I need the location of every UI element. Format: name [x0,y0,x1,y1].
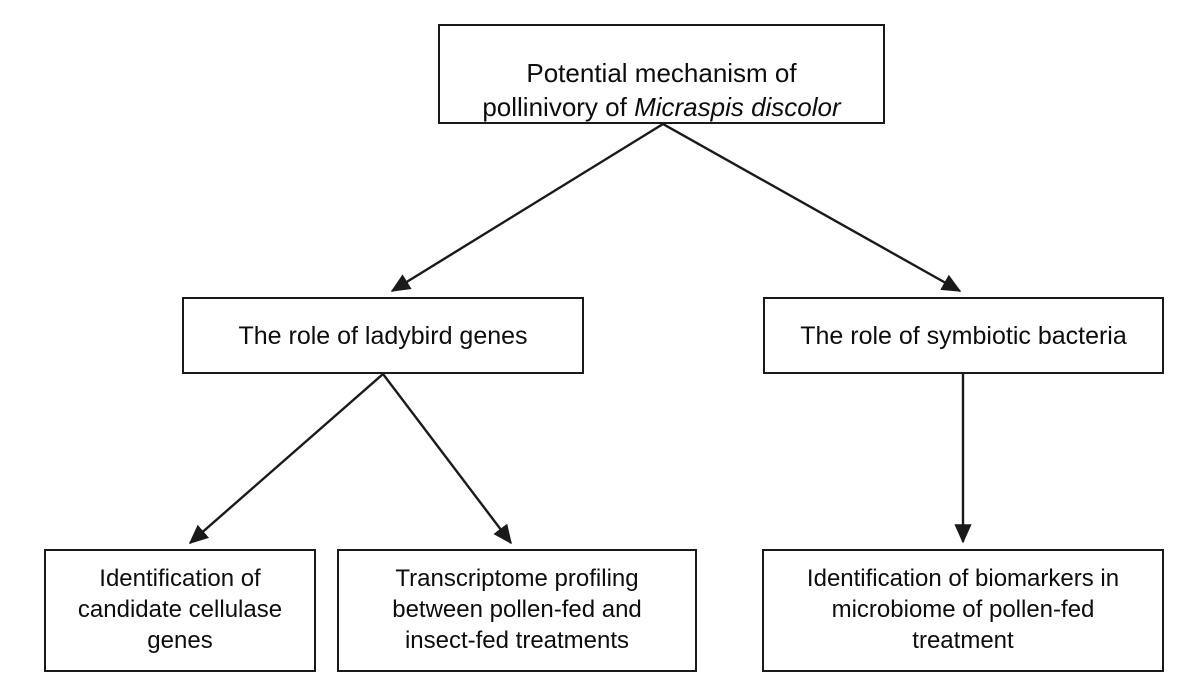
node-root-label: Potential mechanism of pollinivory of Mi… [482,58,841,122]
edge-genes-to-cellulase [188,373,384,544]
node-identification-candidate-cellulase-genes: Identification of candidate cellulase ge… [44,549,316,672]
node-genes-label: The role of ladybird genes [238,321,528,350]
node-transcriptome-profiling: Transcriptome profiling between pollen-f… [337,549,697,672]
node-role-of-ladybird-genes: The role of ladybird genes [182,297,584,374]
node-role-of-symbiotic-bacteria: The role of symbiotic bacteria [763,297,1164,374]
node-transcriptome-label: Transcriptome profiling between pollen-f… [392,565,642,654]
node-identification-biomarkers-microbiome: Identification of biomarkers in microbio… [762,549,1164,672]
edge-root-to-bacteria [662,122,962,293]
node-biomarkers-label: Identification of biomarkers in microbio… [806,565,1120,654]
edge-root-to-genes [390,122,664,293]
node-cellulase-label: Identification of candidate cellulase ge… [77,565,283,654]
edge-genes-to-transcriptome [382,373,512,545]
node-bacteria-label: The role of symbiotic bacteria [800,321,1127,350]
node-root-potential-mechanism: Potential mechanism of pollinivory of Mi… [438,24,885,124]
